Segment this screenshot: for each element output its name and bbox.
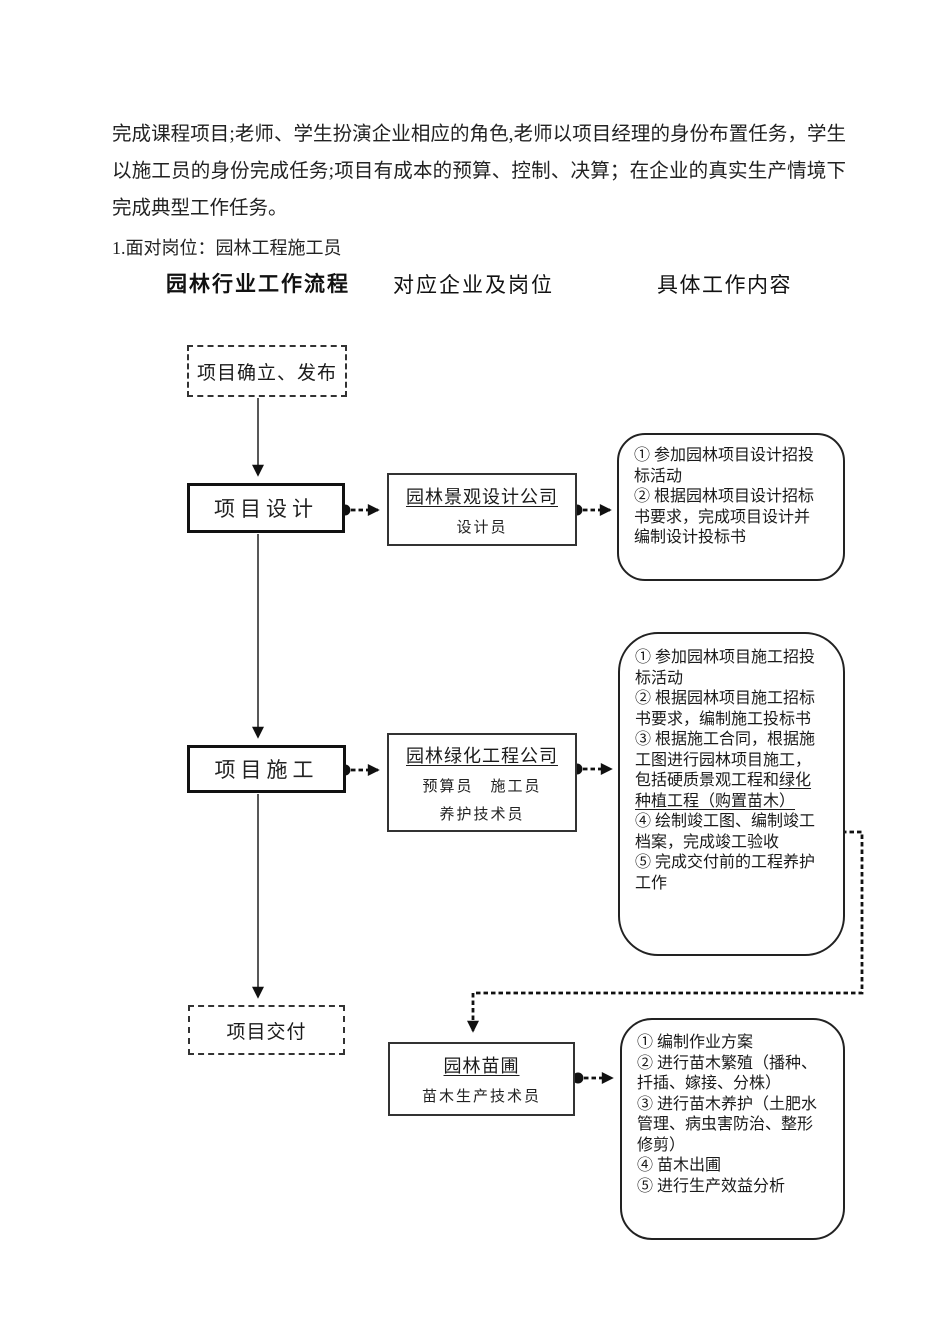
tasks-construct-item-4: ④ 绘制竣工图、编制竣工档案，完成竣工验收 [635, 813, 816, 851]
column-header-workflow: 园林行业工作流程 [166, 272, 350, 296]
company1-title: 园林景观设计公司 [406, 486, 558, 507]
flow-box-project-design-label: 项目设计 [214, 497, 318, 521]
underlined-greening-planting: 绿化种植工程（购置苗木） [635, 772, 812, 810]
tasks-bubble-design: ① 参加园林项目设计招投标活动 ② 根据园林项目设计招标书要求，完成项目设计并编… [617, 433, 845, 581]
tasks-nursery-item-5: ⑤ 进行生产效益分析 [637, 1177, 786, 1195]
flow-box-project-delivery: 项目交付 [188, 1005, 345, 1055]
tasks-bubble-nursery: ① 编制作业方案 ② 进行苗木繁殖（播种、扦插、嫁接、分株） ③ 进行苗木养护（… [620, 1018, 845, 1240]
flow-box-project-design: 项目设计 [187, 483, 345, 533]
company2-role-2: 养护技术员 [439, 806, 525, 823]
tasks-construct-item-3: ③ 根据施工合同，根据施工图进行园林项目施工，包括硬质景观工程和绿化种植工程（购… [635, 731, 816, 810]
tasks-construct-item-5: ⑤ 完成交付前的工程养护工作 [635, 854, 816, 892]
tasks-design-item-2: ② 根据园林项目设计招标书要求，完成项目设计并编制设计投标书 [634, 488, 815, 546]
company-box-nursery: 园林苗圃 苗木生产技术员 [388, 1042, 575, 1116]
tasks-nursery-item-4: ④ 苗木出圃 [637, 1157, 722, 1174]
company2-role-1: 预算员 施工员 [422, 778, 542, 795]
tasks-nursery-item-3: ③ 进行苗木养护（土肥水管理、病虫害防治、整形修剪） [637, 1095, 818, 1154]
company3-role: 苗木生产技术员 [421, 1089, 541, 1105]
flow-box-project-delivery-label: 项目交付 [226, 1021, 307, 1043]
flow-box-project-start-label: 项目确立、发布 [196, 362, 337, 384]
tasks-bubble-construction: ① 参加园林项目施工招投标活动 ② 根据园林项目施工招标书要求，编制施工投标书 … [618, 632, 845, 956]
flow-box-project-construction: 项目施工 [187, 745, 346, 793]
section-heading: 1.面对岗位：园林工程施工员 [112, 238, 342, 258]
company3-title: 园林苗圃 [443, 1056, 520, 1076]
tasks-design-item-1: ① 参加园林项目设计招投标活动 [634, 447, 815, 485]
tasks-nursery-item-1: ① 编制作业方案 [637, 1034, 754, 1051]
flow-box-project-construction-label: 项目施工 [214, 758, 319, 782]
company-box-design-company: 园林景观设计公司 设计员 [387, 473, 577, 546]
company2-title: 园林绿化工程公司 [406, 745, 558, 766]
column-header-company: 对应企业及岗位 [393, 273, 554, 297]
company1-role: 设计员 [456, 519, 508, 536]
tasks-construct-item-2: ② 根据园林项目施工招标书要求，编制施工投标书 [635, 690, 816, 728]
intro-paragraph: 完成课程项目;老师、学生扮演企业相应的角色,老师以项目经理的身份布置任务，学生以… [112, 124, 846, 219]
column-header-content: 具体工作内容 [657, 273, 792, 297]
tasks-nursery-item-2: ② 进行苗木繁殖（播种、扦插、嫁接、分株） [637, 1054, 818, 1093]
flow-box-project-start: 项目确立、发布 [187, 345, 347, 397]
tasks-construct-item-1: ① 参加园林项目施工招投标活动 [635, 649, 816, 687]
company-box-greening-company: 园林绿化工程公司 预算员 施工员 养护技术员 [387, 733, 577, 832]
